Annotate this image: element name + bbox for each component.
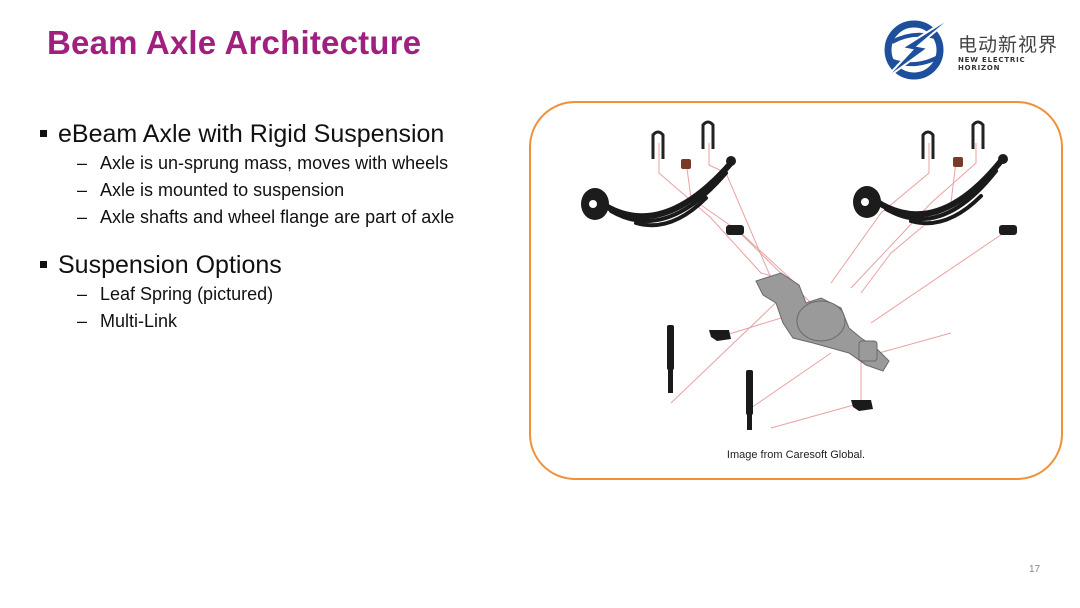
dash-bullet-icon: – (77, 207, 88, 227)
dash-bullet-icon: – (77, 180, 88, 200)
bullet-text: eBeam Axle with Rigid Suspension (58, 120, 445, 148)
bullet-group-suspension: Suspension Options – Leaf Spring (pictur… (40, 249, 510, 335)
sub-bullet-text: Axle is un-sprung mass, moves with wheel… (100, 153, 449, 173)
sub-bullet-text: Axle shafts and wheel flange are part of… (100, 207, 455, 227)
slide-title: Beam Axle Architecture (47, 24, 422, 61)
bullet-item: Suspension Options (40, 249, 510, 281)
bullet-text: Suspension Options (58, 251, 282, 279)
dash-bullet-icon: – (77, 311, 88, 331)
sub-bullet-item: – Multi-Link (40, 308, 510, 335)
page-number: 17 (1029, 564, 1041, 575)
logo-chinese-text: 电动新视界 (958, 34, 1059, 56)
figure-caption: Image from Caresoft Global. (726, 449, 866, 461)
bullet-item: eBeam Axle with Rigid Suspension (40, 118, 510, 150)
brand-logo: 电动新视界 NEW ELECTRIC HORIZON (878, 12, 1068, 84)
sub-bullet-item: – Axle is mounted to suspension (40, 177, 510, 204)
square-bullet-icon (40, 130, 47, 137)
sub-bullet-item: – Axle shafts and wheel flange are part … (40, 204, 510, 231)
bullet-list: eBeam Axle with Rigid Suspension – Axle … (40, 118, 510, 335)
bullet-group-ebeam: eBeam Axle with Rigid Suspension – Axle … (40, 118, 510, 231)
sub-bullet-item: – Axle is un-sprung mass, moves with whe… (40, 150, 510, 177)
sub-bullet-text: Multi-Link (100, 311, 178, 331)
figure-frame: Image from Caresoft Global. (529, 101, 1063, 480)
sub-bullet-item: – Leaf Spring (pictured) (40, 281, 510, 308)
dash-bullet-icon: – (77, 284, 88, 304)
square-bullet-icon (40, 261, 47, 268)
sub-bullet-text: Axle is mounted to suspension (100, 180, 345, 200)
sub-bullet-text: Leaf Spring (pictured) (100, 284, 274, 304)
lightning-globe-icon (883, 13, 957, 81)
dash-bullet-icon: – (77, 153, 88, 173)
exploded-axle-illustration (581, 120, 1017, 430)
logo-english-text: NEW ELECTRIC HORIZON (958, 56, 1026, 72)
